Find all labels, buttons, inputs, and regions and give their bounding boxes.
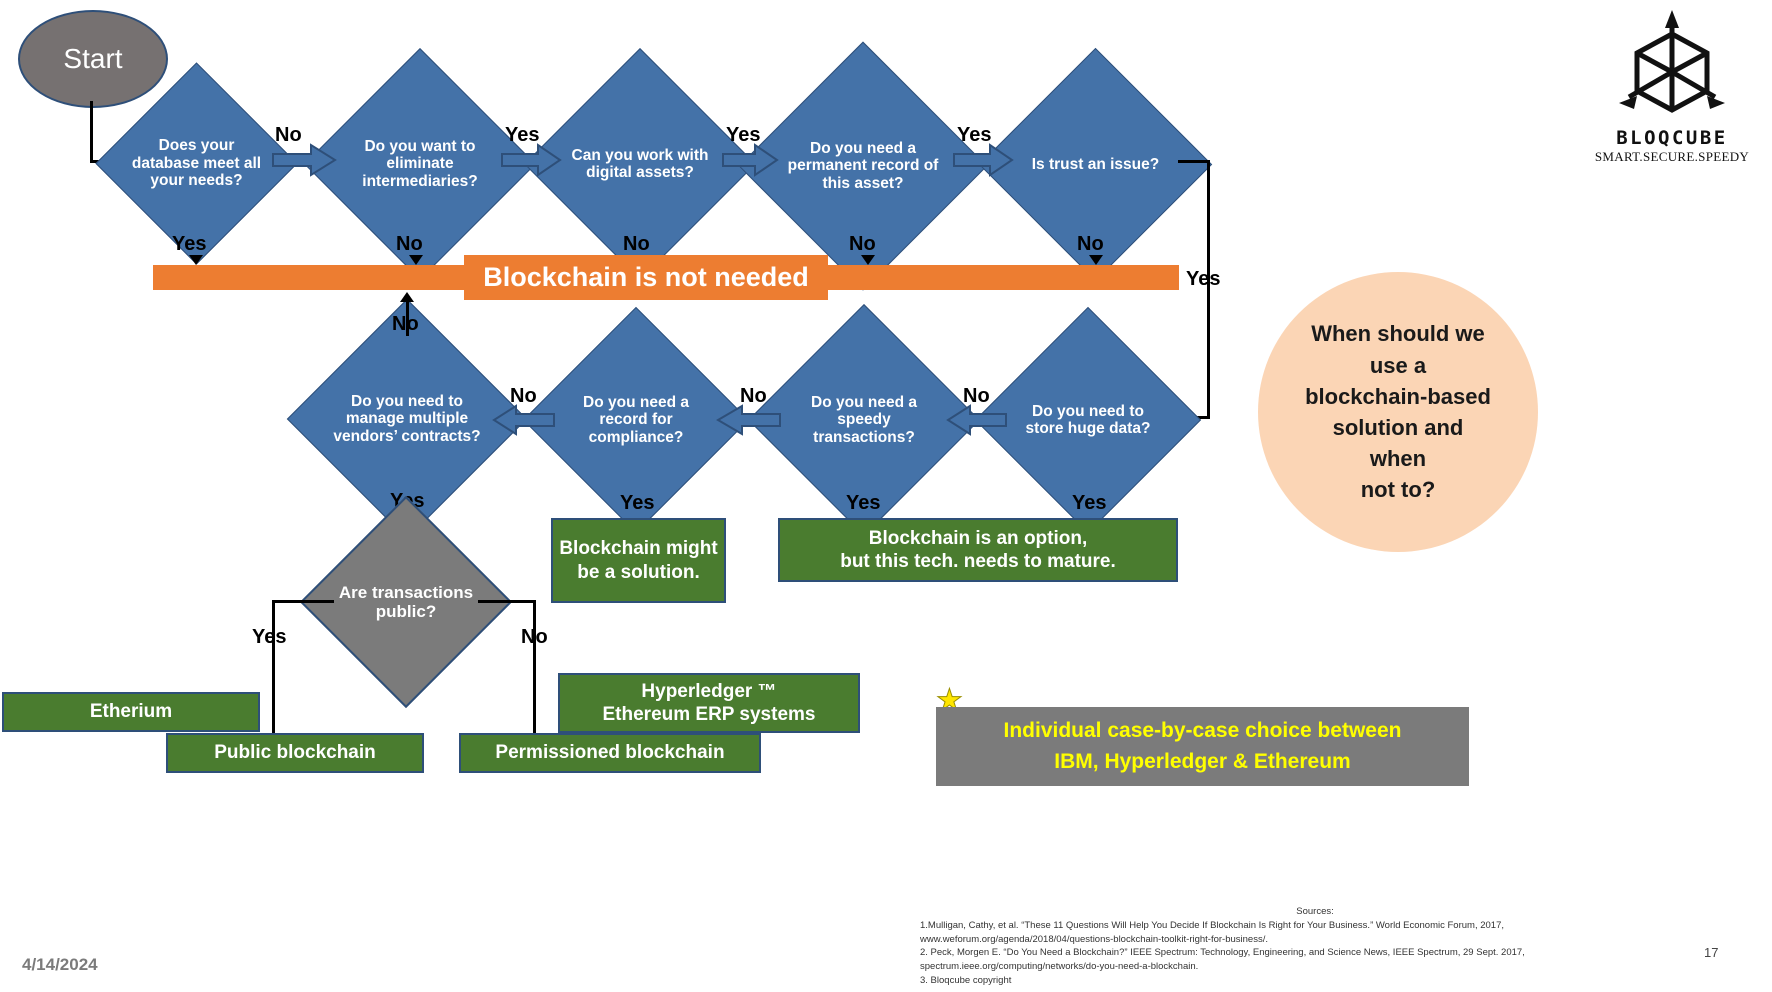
result-label: Etherium [89, 701, 173, 723]
result-hyperledger-erp: Hyperledger ™ Ethereum ERP systems [558, 673, 860, 733]
decision-label: Can you work with digital assets? [571, 146, 709, 181]
edge-label-no-down-2: No [623, 233, 650, 255]
question-text: When should we use a blockchain-based so… [1305, 321, 1491, 503]
down-arrow-1 [189, 255, 203, 265]
decision-label: Do you need to manage multiple vendors’ … [333, 392, 481, 445]
result-label: Blockchain is an option, but this tech. … [840, 527, 1116, 572]
decision-label: Do you need a record for compliance? [583, 393, 689, 446]
decision-speedy-transactions: Do you need a speedy transactions? [748, 304, 980, 536]
edge-label-yes-down-1: Yes [172, 233, 207, 255]
edge-label-no-row2-3: No [963, 385, 990, 407]
down-arrow-4 [861, 255, 875, 265]
banner-label: Blockchain is not needed [483, 262, 809, 292]
down-arrow-2 [409, 255, 423, 265]
bloqcube-logo: BLOQCUBE SMART.SECURE.SPEEDY [1592, 8, 1752, 165]
connector-arrow-3 [721, 143, 779, 177]
edge-label-public-yes: Yes [252, 626, 287, 648]
decision-huge-data: Do you need to store huge data? [974, 306, 1202, 534]
trust-yes-vertical [1207, 160, 1210, 418]
edge-label-public-no: No [521, 626, 548, 648]
result-etherium: Etherium [2, 692, 260, 732]
edge-label-no-row2-1: No [510, 385, 537, 407]
source-item: spectrum.ieee.org/computing/networks/do-… [920, 961, 1199, 973]
start-label: Start [63, 43, 123, 74]
public-yes-vertical [272, 600, 275, 755]
edge-label-yes-row2-2: Yes [620, 492, 655, 514]
source-item: 3. Bloqcube copyright [920, 974, 1012, 986]
result-label: Public blockchain [214, 742, 376, 764]
connector-arrow-left-3 [946, 404, 1008, 436]
edge-label-yes-row2-4: Yes [1072, 492, 1107, 514]
edge-label-yes-right: Yes [1186, 268, 1221, 290]
decision-permanent-record: Do you need a permanent record of this a… [738, 41, 988, 291]
edge-label-yes-3: Yes [957, 124, 992, 146]
decision-vendor-contracts: Do you need to manage multiple vendors’ … [286, 298, 528, 540]
result-label: Blockchain might be a solution. [559, 538, 718, 583]
start-node: Start [18, 10, 168, 108]
sources-block: Sources: 1.Mulligan, Cathy, et al. “Thes… [920, 905, 1710, 988]
source-item: www.weforum.org/agenda/2018/04/questions… [920, 933, 1268, 945]
down-arrow-5 [1089, 255, 1103, 265]
start-connector-vertical [90, 101, 93, 163]
edge-label-yes-1: Yes [505, 124, 540, 146]
edge-label-no-down-3: No [849, 233, 876, 255]
slide-date: 4/14/2024 [22, 955, 98, 974]
page-number: 17 [1704, 945, 1719, 960]
result-label: Hyperledger ™ Ethereum ERP systems [602, 680, 816, 725]
decision-label: Do you need a speedy transactions? [811, 393, 917, 446]
decision-compliance-record: Do you need a record for compliance? [522, 306, 750, 534]
callout-text: Individual case-by-case choice between I… [1003, 719, 1402, 773]
cube-logo-icon [1619, 10, 1725, 113]
decision-label: Is trust an issue? [1031, 155, 1160, 173]
edge-label-no-1: No [275, 124, 302, 146]
edge-label-no-up: No [392, 313, 419, 335]
decision-label: Do you need to store huge data? [1025, 402, 1151, 437]
edge-label-no-down-4: No [1077, 233, 1104, 255]
edge-label-no-down-1: No [396, 233, 423, 255]
question-circle: When should we use a blockchain-based so… [1258, 272, 1538, 552]
vendor-no-vertical [406, 300, 409, 336]
decision-eliminate-intermediaries: Do you want to eliminate intermediaries? [304, 48, 536, 280]
vendor-no-arrow [400, 292, 414, 302]
decision-label: Do you need a permanent record of this a… [787, 139, 939, 192]
source-item: 1.Mulligan, Cathy, et al. “These 11 Ques… [920, 919, 1504, 931]
blockchain-not-needed-banner: Blockchain is not needed [464, 255, 828, 300]
public-yes-horizontal [272, 600, 334, 603]
connector-arrow-2 [500, 143, 562, 177]
connector-arrow-1 [271, 143, 337, 177]
result-public-blockchain: Public blockchain [166, 733, 424, 773]
result-label: Permissioned blockchain [495, 742, 725, 764]
public-no-vertical [533, 600, 536, 755]
logo-wordmark: BLOQCUBE [1616, 127, 1728, 149]
decision-database-needs: Does your database meet all your needs? [95, 62, 298, 265]
decision-label: Are transactions public? [338, 582, 474, 621]
decision-label: Do you want to eliminate intermediaries? [362, 137, 478, 190]
trust-yes-horizontal [1178, 160, 1210, 163]
edge-label-no-row2-2: No [740, 385, 767, 407]
public-no-horizontal [478, 600, 536, 603]
connector-arrow-left-1 [492, 404, 556, 436]
result-option-needs-mature: Blockchain is an option, but this tech. … [778, 518, 1178, 582]
source-item: 2. Peck, Morgen E. “Do You Need a Blockc… [920, 947, 1525, 959]
connector-arrow-4 [952, 143, 1014, 177]
edge-label-yes-row2-3: Yes [846, 492, 881, 514]
decision-transactions-public: Are transactions public? [299, 495, 513, 709]
logo-tagline: SMART.SECURE.SPEEDY [1594, 149, 1750, 164]
connector-arrow-left-2 [716, 404, 782, 436]
edge-label-yes-2: Yes [726, 124, 761, 146]
result-permissioned-blockchain: Permissioned blockchain [459, 733, 761, 773]
decision-trust-issue: Is trust an issue? [978, 47, 1213, 282]
case-by-case-callout: Individual case-by-case choice between I… [936, 707, 1469, 786]
decision-label: Does your database meet all your needs? [131, 137, 262, 190]
sources-heading: Sources: [1296, 906, 1334, 917]
result-might-be-solution: Blockchain might be a solution. [551, 518, 726, 603]
decision-digital-assets: Can you work with digital assets? [524, 48, 756, 280]
